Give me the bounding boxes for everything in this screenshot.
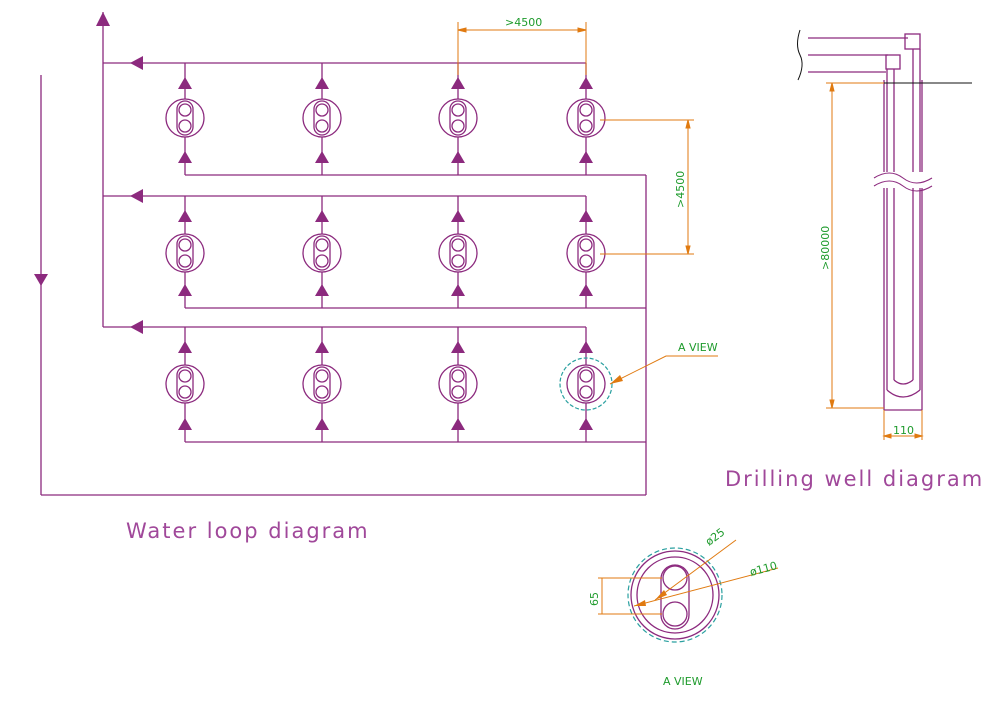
flow-arrow-up <box>579 210 593 222</box>
a-view-callout-label: A VIEW <box>678 341 718 354</box>
horizontal-spacing-label: >4500 <box>505 16 542 29</box>
water-loop-diagram <box>40 12 647 496</box>
a-view-callout: A VIEW <box>559 341 718 411</box>
flow-arrow-left <box>130 189 143 203</box>
hole-diameter-label: ø110 <box>748 559 778 579</box>
drilling-well-title: Drilling well diagram <box>725 467 984 491</box>
flow-arrow-up <box>178 284 192 296</box>
flow-arrow-up <box>315 77 329 89</box>
water-loop-title: Water loop diagram <box>126 519 370 543</box>
flow-arrow-up <box>315 418 329 430</box>
flow-arrow-up <box>579 151 593 163</box>
borehole-symbol <box>302 327 342 442</box>
borehole-grid <box>165 63 606 442</box>
vertical-spacing-label: >4500 <box>674 171 687 208</box>
flow-arrow-up <box>178 151 192 163</box>
flow-arrow-up <box>451 341 465 353</box>
flow-arrow-up <box>451 210 465 222</box>
flow-arrow-up <box>579 77 593 89</box>
flow-arrow-up <box>315 151 329 163</box>
flow-arrow-up <box>178 210 192 222</box>
flow-arrow-up <box>96 12 110 26</box>
pipe-center-distance-label: 65 <box>588 592 601 606</box>
pipe-diameter-label: ø25 <box>703 526 727 549</box>
a-view-caption: A VIEW <box>663 675 703 688</box>
flow-arrow-up <box>579 341 593 353</box>
flow-arrow-down <box>34 274 48 286</box>
flow-arrow-up <box>315 341 329 353</box>
a-view-detail: 65 ø25 ø110 A VIEW <box>588 526 779 688</box>
well-width-label: 110 <box>893 424 914 437</box>
drilling-well-diagram: >80000 110 <box>797 29 972 440</box>
flow-arrow-up <box>178 418 192 430</box>
vertical-spacing-dimension <box>600 119 694 255</box>
flow-arrow-up <box>451 284 465 296</box>
borehole-symbol <box>302 63 342 175</box>
flow-arrow-up <box>178 77 192 89</box>
flow-arrow-up <box>451 151 465 163</box>
flow-arrow-up <box>579 418 593 430</box>
flow-arrow-up <box>315 210 329 222</box>
well-depth-label: >80000 <box>819 226 832 270</box>
horizontal-spacing-dimension <box>457 22 587 75</box>
flow-arrow-up <box>315 284 329 296</box>
flow-arrow-up <box>579 284 593 296</box>
flow-arrow-left <box>130 320 143 334</box>
flow-arrow-up <box>451 418 465 430</box>
flow-arrow-up <box>451 77 465 89</box>
flow-arrow-left <box>130 56 143 70</box>
flow-arrow-up <box>178 341 192 353</box>
flow-arrows <box>34 12 593 430</box>
borehole-symbol <box>165 63 205 175</box>
